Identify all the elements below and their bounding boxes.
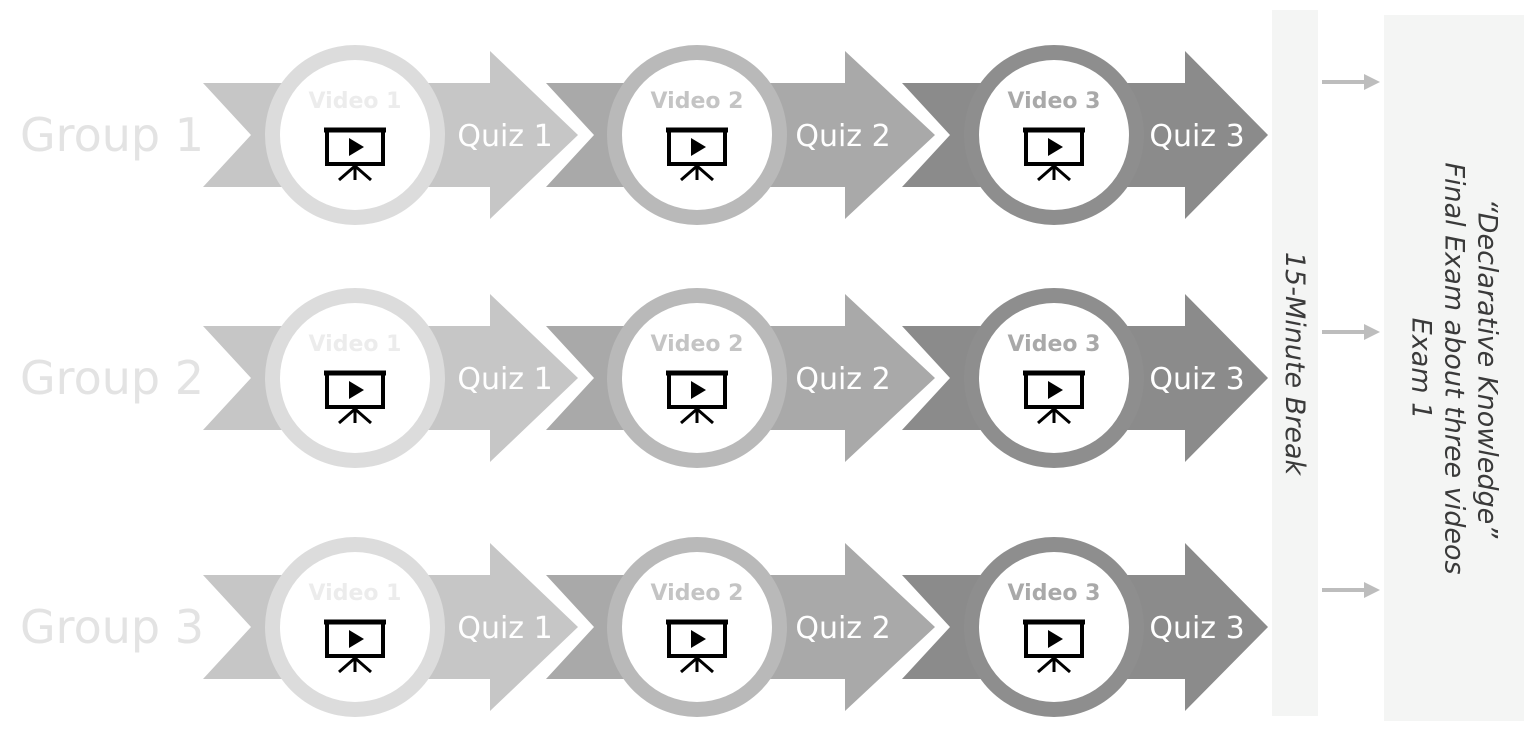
- break-box: 15-Minute Break: [1272, 10, 1318, 716]
- quiz-label: Quiz 2: [795, 119, 890, 154]
- connector-arrowhead: [1364, 74, 1380, 90]
- video-label: Video 2: [651, 89, 744, 114]
- exam-text: Exam 1 Final Exam about three videos “De…: [1405, 162, 1504, 574]
- stand-leg: [1037, 407, 1055, 425]
- video-label: Video 2: [651, 332, 744, 357]
- stand-leg: [680, 656, 698, 674]
- step-2-1: Video 1 Quiz 1: [203, 288, 578, 468]
- stand-leg: [1053, 407, 1071, 425]
- play-triangle: [1048, 138, 1063, 156]
- connector-arrow-2: [1322, 324, 1380, 340]
- connector-arrow-3: [1322, 582, 1380, 598]
- step-2-2: Video 2 Quiz 2: [546, 288, 935, 468]
- play-triangle: [691, 138, 706, 156]
- step-3-2: Video 2 Quiz 2: [546, 537, 935, 717]
- stand-leg: [1037, 656, 1055, 674]
- quiz-label: Quiz 2: [795, 362, 890, 397]
- step-1-3: Video 3 Quiz 3: [902, 45, 1268, 225]
- play-triangle: [1048, 630, 1063, 648]
- presentation-video-icon: [324, 127, 386, 182]
- connector-arrowhead: [1364, 324, 1380, 340]
- step-1-2: Video 2 Quiz 2: [546, 45, 935, 225]
- group-row-2: Group 2 Video 1 Quiz 1 Video 2 Quiz 2 Video 3…: [20, 288, 1268, 468]
- stand-leg: [338, 407, 356, 425]
- video-label: Video 1: [309, 89, 402, 114]
- exam-knowledge-type: “Declarative Knowledge”: [1471, 198, 1503, 538]
- video-circle: [622, 303, 772, 453]
- video-circle: [280, 303, 430, 453]
- group-row-1: Group 1 Video 1 Quiz 1 Video 2 Quiz 2 Video 3…: [20, 45, 1268, 225]
- break-label: 15-Minute Break: [1279, 251, 1311, 475]
- presentation-video-icon: [1023, 127, 1085, 182]
- video-circle: [979, 303, 1129, 453]
- exam-description: Final Exam about three videos: [1438, 161, 1470, 575]
- play-triangle: [1048, 381, 1063, 399]
- video-circle: [979, 60, 1129, 210]
- stand-leg: [680, 407, 698, 425]
- stand-leg: [1053, 656, 1071, 674]
- connector-arrowhead: [1364, 582, 1380, 598]
- video-label: Video 2: [651, 581, 744, 606]
- step-2-3: Video 3 Quiz 3: [902, 288, 1268, 468]
- presentation-video-icon: [666, 619, 728, 674]
- play-triangle: [349, 381, 364, 399]
- stand-leg: [1037, 164, 1055, 182]
- quiz-label: Quiz 3: [1149, 119, 1244, 154]
- connector-arrow-1: [1322, 74, 1380, 90]
- presentation-video-icon: [1023, 619, 1085, 674]
- quiz-label: Quiz 1: [457, 611, 552, 646]
- stand-leg: [696, 407, 714, 425]
- group-label: Group 2: [20, 351, 204, 405]
- quiz-label: Quiz 3: [1149, 362, 1244, 397]
- stand-leg: [354, 164, 372, 182]
- quiz-label: Quiz 1: [457, 119, 552, 154]
- group-label: Group 3: [20, 600, 204, 654]
- stand-leg: [1053, 164, 1071, 182]
- video-circle: [622, 60, 772, 210]
- presentation-video-icon: [324, 619, 386, 674]
- stand-leg: [354, 407, 372, 425]
- stand-leg: [354, 656, 372, 674]
- play-triangle: [691, 381, 706, 399]
- stand-leg: [338, 164, 356, 182]
- step-1-1: Video 1 Quiz 1: [203, 45, 578, 225]
- group-label: Group 1: [20, 108, 204, 162]
- group-row-3: Group 3 Video 1 Quiz 1 Video 2 Quiz 2 Video 3…: [20, 537, 1268, 717]
- quiz-label: Quiz 2: [795, 611, 890, 646]
- video-label: Video 1: [309, 581, 402, 606]
- play-triangle: [691, 630, 706, 648]
- video-label: Video 3: [1008, 89, 1101, 114]
- exam-title: Exam 1: [1405, 317, 1437, 419]
- play-triangle: [349, 630, 364, 648]
- video-label: Video 3: [1008, 332, 1101, 357]
- step-3-1: Video 1 Quiz 1: [203, 537, 578, 717]
- presentation-video-icon: [666, 370, 728, 425]
- presentation-video-icon: [1023, 370, 1085, 425]
- video-label: Video 1: [309, 332, 402, 357]
- stand-leg: [696, 656, 714, 674]
- quiz-label: Quiz 1: [457, 362, 552, 397]
- exam-box: Exam 1 Final Exam about three videos “De…: [1384, 15, 1524, 721]
- video-circle: [622, 552, 772, 702]
- stand-leg: [338, 656, 356, 674]
- video-circle: [979, 552, 1129, 702]
- stand-leg: [696, 164, 714, 182]
- video-label: Video 3: [1008, 581, 1101, 606]
- stand-leg: [680, 164, 698, 182]
- quiz-label: Quiz 3: [1149, 611, 1244, 646]
- video-circle: [280, 60, 430, 210]
- step-3-3: Video 3 Quiz 3: [902, 537, 1268, 717]
- video-circle: [280, 552, 430, 702]
- play-triangle: [349, 138, 364, 156]
- presentation-video-icon: [324, 370, 386, 425]
- presentation-video-icon: [666, 127, 728, 182]
